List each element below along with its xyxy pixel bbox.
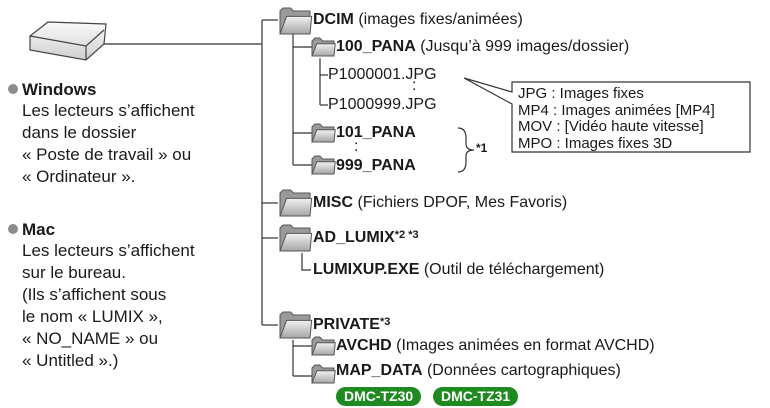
- brace-note: *1: [476, 141, 488, 155]
- folder-ad-lumix-name: AD_LUMIX: [313, 229, 395, 246]
- mac-heading-label: Mac: [22, 220, 56, 239]
- callout-line-mp4: MP4 : Images animées [MP4]: [518, 101, 715, 119]
- windows-line-1: Les lecteurs s’affichent: [22, 101, 195, 120]
- mac-text: Les lecteurs s’affichent sur le bureau. …: [22, 240, 195, 372]
- folder-private-name: PRIVATE: [313, 316, 380, 333]
- windows-text: Les lecteurs s’affichent dans le dossier…: [22, 100, 195, 188]
- extensions-callout: JPG : Images fixes MP4 : Images animées …: [518, 85, 715, 152]
- folder-icon-map-data: [311, 364, 336, 384]
- callout-line-mpo: MPO : Images fixes 3D: [518, 134, 673, 152]
- folder-icon-ad-lumix: [279, 224, 313, 252]
- folder-100-pana-desc: (Jusqu’à 999 images/dossier): [415, 38, 630, 55]
- folder-map-data: MAP_DATA (Données cartographiques): [336, 362, 621, 380]
- windows-line-4: « Ordinateur ».: [22, 167, 136, 186]
- windows-heading-label: Windows: [22, 80, 97, 99]
- model-badge-tz31: DMC-TZ31: [433, 387, 519, 406]
- folder-icon-100-pana: [311, 37, 336, 57]
- folder-ad-lumix-note: *2 *3: [394, 229, 419, 241]
- callout-line-mov: MOV : [Vidéo haute vitesse]: [518, 118, 704, 135]
- folder-icon-private: [279, 311, 313, 339]
- folder-map-data-desc: (Données cartographiques): [422, 362, 621, 379]
- folder-misc: MISC (Fichiers DPOF, Mes Favoris): [313, 194, 567, 212]
- windows-line-3: « Poste de travail » ou: [22, 145, 192, 164]
- folder-private-note: *3: [379, 316, 391, 328]
- file-first: P1000001.JPG: [328, 66, 437, 83]
- file-lumixup: LUMIXUP.EXE (Outil de téléchargement): [313, 261, 604, 279]
- folder-avchd: AVCHD (Images animées en format AVCHD): [336, 337, 655, 355]
- bullet-dot-icon: [8, 224, 18, 234]
- file-last: P1000999.JPG: [328, 96, 437, 113]
- folder-icons: [279, 7, 336, 384]
- folder-dcim-name: DCIM: [313, 11, 354, 28]
- folder-101-pana: 101_PANA: [336, 124, 416, 142]
- folder-avchd-desc: (Images animées en format AVCHD): [391, 337, 655, 354]
- folders-ellipsis: :: [354, 138, 359, 155]
- callout-line-jpg: JPG : Images fixes: [518, 85, 644, 102]
- folder-map-data-name: MAP_DATA: [336, 362, 423, 379]
- file-lumixup-name: LUMIXUP.EXE: [313, 261, 420, 278]
- folder-misc-desc: (Fichiers DPOF, Mes Favoris): [353, 194, 568, 211]
- mac-heading: Mac: [8, 220, 55, 240]
- folder-101-pana-name: 101_PANA: [336, 124, 416, 141]
- windows-heading: Windows: [8, 80, 96, 100]
- folder-dcim-desc: (images fixes/animées): [353, 11, 523, 28]
- folder-999-pana-name: 999_PANA: [336, 157, 416, 174]
- folder-misc-name: MISC: [313, 194, 353, 211]
- folder-avchd-name: AVCHD: [336, 337, 392, 354]
- mac-line-6: « Untitled ».): [22, 351, 119, 370]
- folder-icon-999-pana: [311, 155, 336, 175]
- mac-line-3: (Ils s’affichent sous: [22, 285, 167, 304]
- folder-icon-misc: [279, 189, 313, 217]
- folder-icon-avchd: [311, 336, 336, 356]
- folder-100-pana-name: 100_PANA: [336, 38, 416, 55]
- drive-icon: [29, 21, 107, 61]
- mac-line-2: sur le bureau.: [22, 263, 126, 282]
- folder-ad-lumix: AD_LUMIX*2 *3: [313, 229, 419, 247]
- model-badge-tz30: DMC-TZ30: [336, 387, 422, 406]
- folder-icon-dcim: [279, 7, 313, 35]
- bullet-dot-icon: [8, 84, 18, 94]
- tree-lines: [261, 19, 475, 377]
- folder-100-pana: 100_PANA (Jusqu’à 999 images/dossier): [336, 38, 629, 56]
- mac-line-4: le nom « LUMIX »,: [22, 307, 163, 326]
- folder-icon-101-pana: [311, 123, 336, 143]
- folder-private: PRIVATE*3: [313, 316, 390, 334]
- folder-dcim: DCIM (images fixes/animées): [313, 11, 523, 29]
- files-ellipsis: :: [412, 77, 417, 94]
- mac-line-5: « NO_NAME » ou: [22, 329, 159, 348]
- file-lumixup-desc: (Outil de téléchargement): [419, 261, 605, 278]
- folder-999-pana: 999_PANA: [336, 157, 416, 175]
- mac-line-1: Les lecteurs s’affichent: [22, 241, 195, 260]
- windows-line-2: dans le dossier: [22, 123, 137, 142]
- extensions-callout-box: [463, 77, 751, 153]
